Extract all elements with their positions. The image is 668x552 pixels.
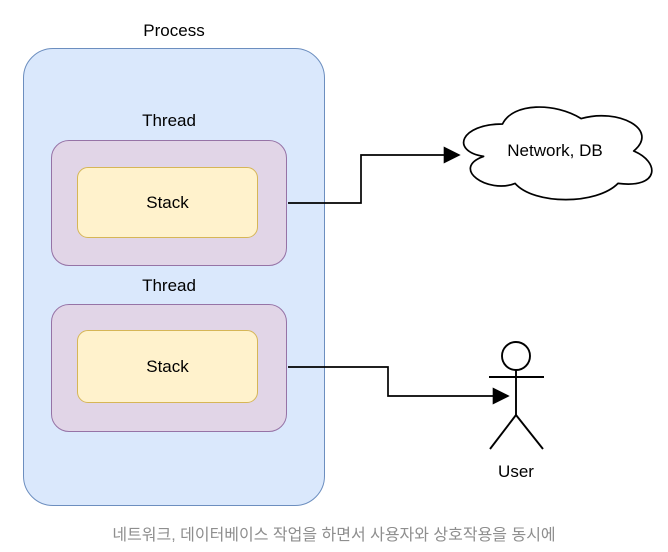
network-db-label: Network, DB <box>507 141 603 160</box>
stack2-box: Stack <box>77 330 258 403</box>
thread2-label: Thread <box>142 276 196 295</box>
process-label: Process <box>143 21 205 40</box>
stack1-box: Stack <box>77 167 258 238</box>
stack1-label: Stack <box>146 192 189 212</box>
caption-text: 네트워크, 데이터베이스 작업을 하면서 사용자와 상호작용을 동시에 <box>112 527 556 544</box>
user-label: User <box>498 462 534 481</box>
stack2-label: Stack <box>146 356 189 376</box>
thread1-label: Thread <box>142 111 196 130</box>
user-stick-figure-icon <box>489 341 544 450</box>
